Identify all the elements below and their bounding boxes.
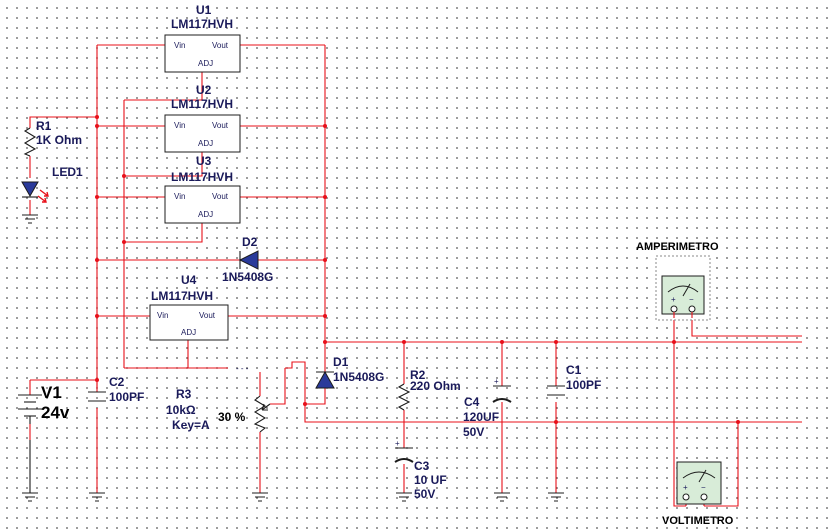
d1-part: 1N5408G [333,370,384,384]
r2-ref: R2 [410,368,426,382]
v1-value: 24v [41,403,70,422]
ground-icon [548,492,564,502]
c3-ref: C3 [414,459,430,473]
r3-key: Key=A [172,418,210,432]
voltmeter[interactable]: + − VOLTIMETRO [662,461,734,527]
u4-ref: U4 [181,273,197,287]
c2-ref: C2 [109,375,125,389]
u1-pin-vout: Vout [212,41,229,50]
c1-value: 100PF [566,378,601,392]
v1-ref: V1 [41,383,62,402]
u3-ref: U3 [196,154,212,168]
capacitor-c4[interactable]: + C4 120UF 50V [463,377,512,439]
c1-ref: C1 [566,363,582,377]
u2-ref: U2 [196,83,212,97]
r1-ref: R1 [36,119,52,133]
d2-ref: D2 [242,235,258,249]
ground-symbols [22,214,564,502]
c4-value: 120UF [463,410,499,424]
resistor-r2[interactable]: R2 220 Ohm [397,368,461,411]
u3-pin-vout: Vout [212,192,229,201]
c3-voltage: 50V [414,487,435,501]
voltmeter-label: VOLTIMETRO [662,515,734,527]
u4-part: LM117HVH [151,289,213,303]
c3-value: 10 UF [414,473,447,487]
resistor-r1[interactable]: R1 1K Ohm [23,119,82,157]
u1-ref: U1 [196,3,212,17]
ammeter-plus: + [671,295,676,304]
voltmeter-plus: + [683,483,688,492]
d2-part: 1N5408G [222,270,273,284]
u4-pin-vin: Vin [157,311,168,320]
u2-pin-vout: Vout [212,121,229,130]
u1-pin-vin: Vin [174,41,185,50]
ground-icon [252,492,268,502]
u3-pin-vin: Vin [174,192,185,201]
ground-icon [494,492,510,502]
diode-d2[interactable]: D2 1N5408G [222,235,273,284]
d1-ref: D1 [333,355,349,369]
potentiometer-r3[interactable]: R3 10kΩ Key=A 30 % - - - [166,364,271,433]
regulator-u4[interactable]: Vin Vout ADJ U4 LM117HVH [149,273,229,341]
junction-dots [95,115,740,424]
ground-icon [22,214,38,224]
u3-pin-adj: ADJ [198,210,213,219]
u2-part: LM117HVH [171,97,233,111]
u4-pin-vout: Vout [199,311,216,320]
ammeter-minus: − [689,295,694,304]
u1-part: LM117HVH [171,17,233,31]
ground-icon [396,492,412,502]
regulator-u1[interactable]: Vin Vout ADJ U1 LM117HVH [164,3,241,73]
u2-pin-adj: ADJ [198,139,213,148]
ammeter[interactable]: + − AMPERIMETRO [636,241,719,321]
capacitor-c1[interactable]: C1 100PF [547,363,601,396]
diode-d1[interactable]: D1 1N5408G [315,355,384,389]
ammeter-label: AMPERIMETRO [636,241,719,253]
voltmeter-minus: − [701,483,706,492]
capacitor-c3[interactable]: + C3 10 UF 50V [394,439,447,501]
r2-value: 220 Ohm [410,379,461,393]
led-led1[interactable]: LED1 [21,165,83,203]
r3-setting: 30 % [218,410,246,424]
r3-ref: R3 [176,387,192,401]
regulator-u3[interactable]: Vin Vout ADJ U3 LM117HVH [164,154,241,224]
c2-value: 100PF [109,390,144,404]
ground-icon [22,440,38,502]
c4-plus: + [494,377,499,386]
u1-pin-adj: ADJ [198,59,213,68]
regulator-u2[interactable]: Vin Vout ADJ U2 LM117HVH [164,83,241,153]
u3-part: LM117HVH [171,170,233,184]
u4-pin-adj: ADJ [181,328,196,337]
c4-voltage: 50V [463,425,484,439]
u2-pin-vin: Vin [174,121,185,130]
r3-dashes: - - - [236,364,249,373]
battery-v1[interactable]: V1 24v [18,383,70,424]
r1-value: 1K Ohm [36,133,82,147]
capacitor-c2[interactable]: C2 100PF [88,375,144,404]
led1-ref: LED1 [52,165,83,179]
r3-value: 10kΩ [166,403,196,417]
c3-plus: + [395,439,400,448]
c4-ref: C4 [464,395,480,409]
ground-icon [89,492,105,502]
